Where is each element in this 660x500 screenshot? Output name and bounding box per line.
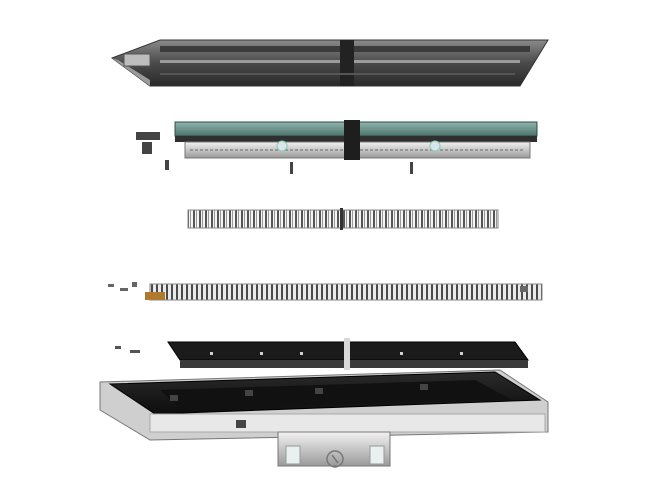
front-connector-module — [277, 431, 391, 468]
structural-frame-layer — [115, 338, 529, 370]
cell-array-upper-layer — [187, 208, 499, 230]
top-cover-layer — [110, 39, 549, 87]
power-symbol-icon — [326, 450, 344, 468]
cooling-plate-layer — [136, 120, 538, 174]
base-tray-layer — [99, 369, 549, 441]
cell-array-lower-layer — [108, 282, 543, 301]
